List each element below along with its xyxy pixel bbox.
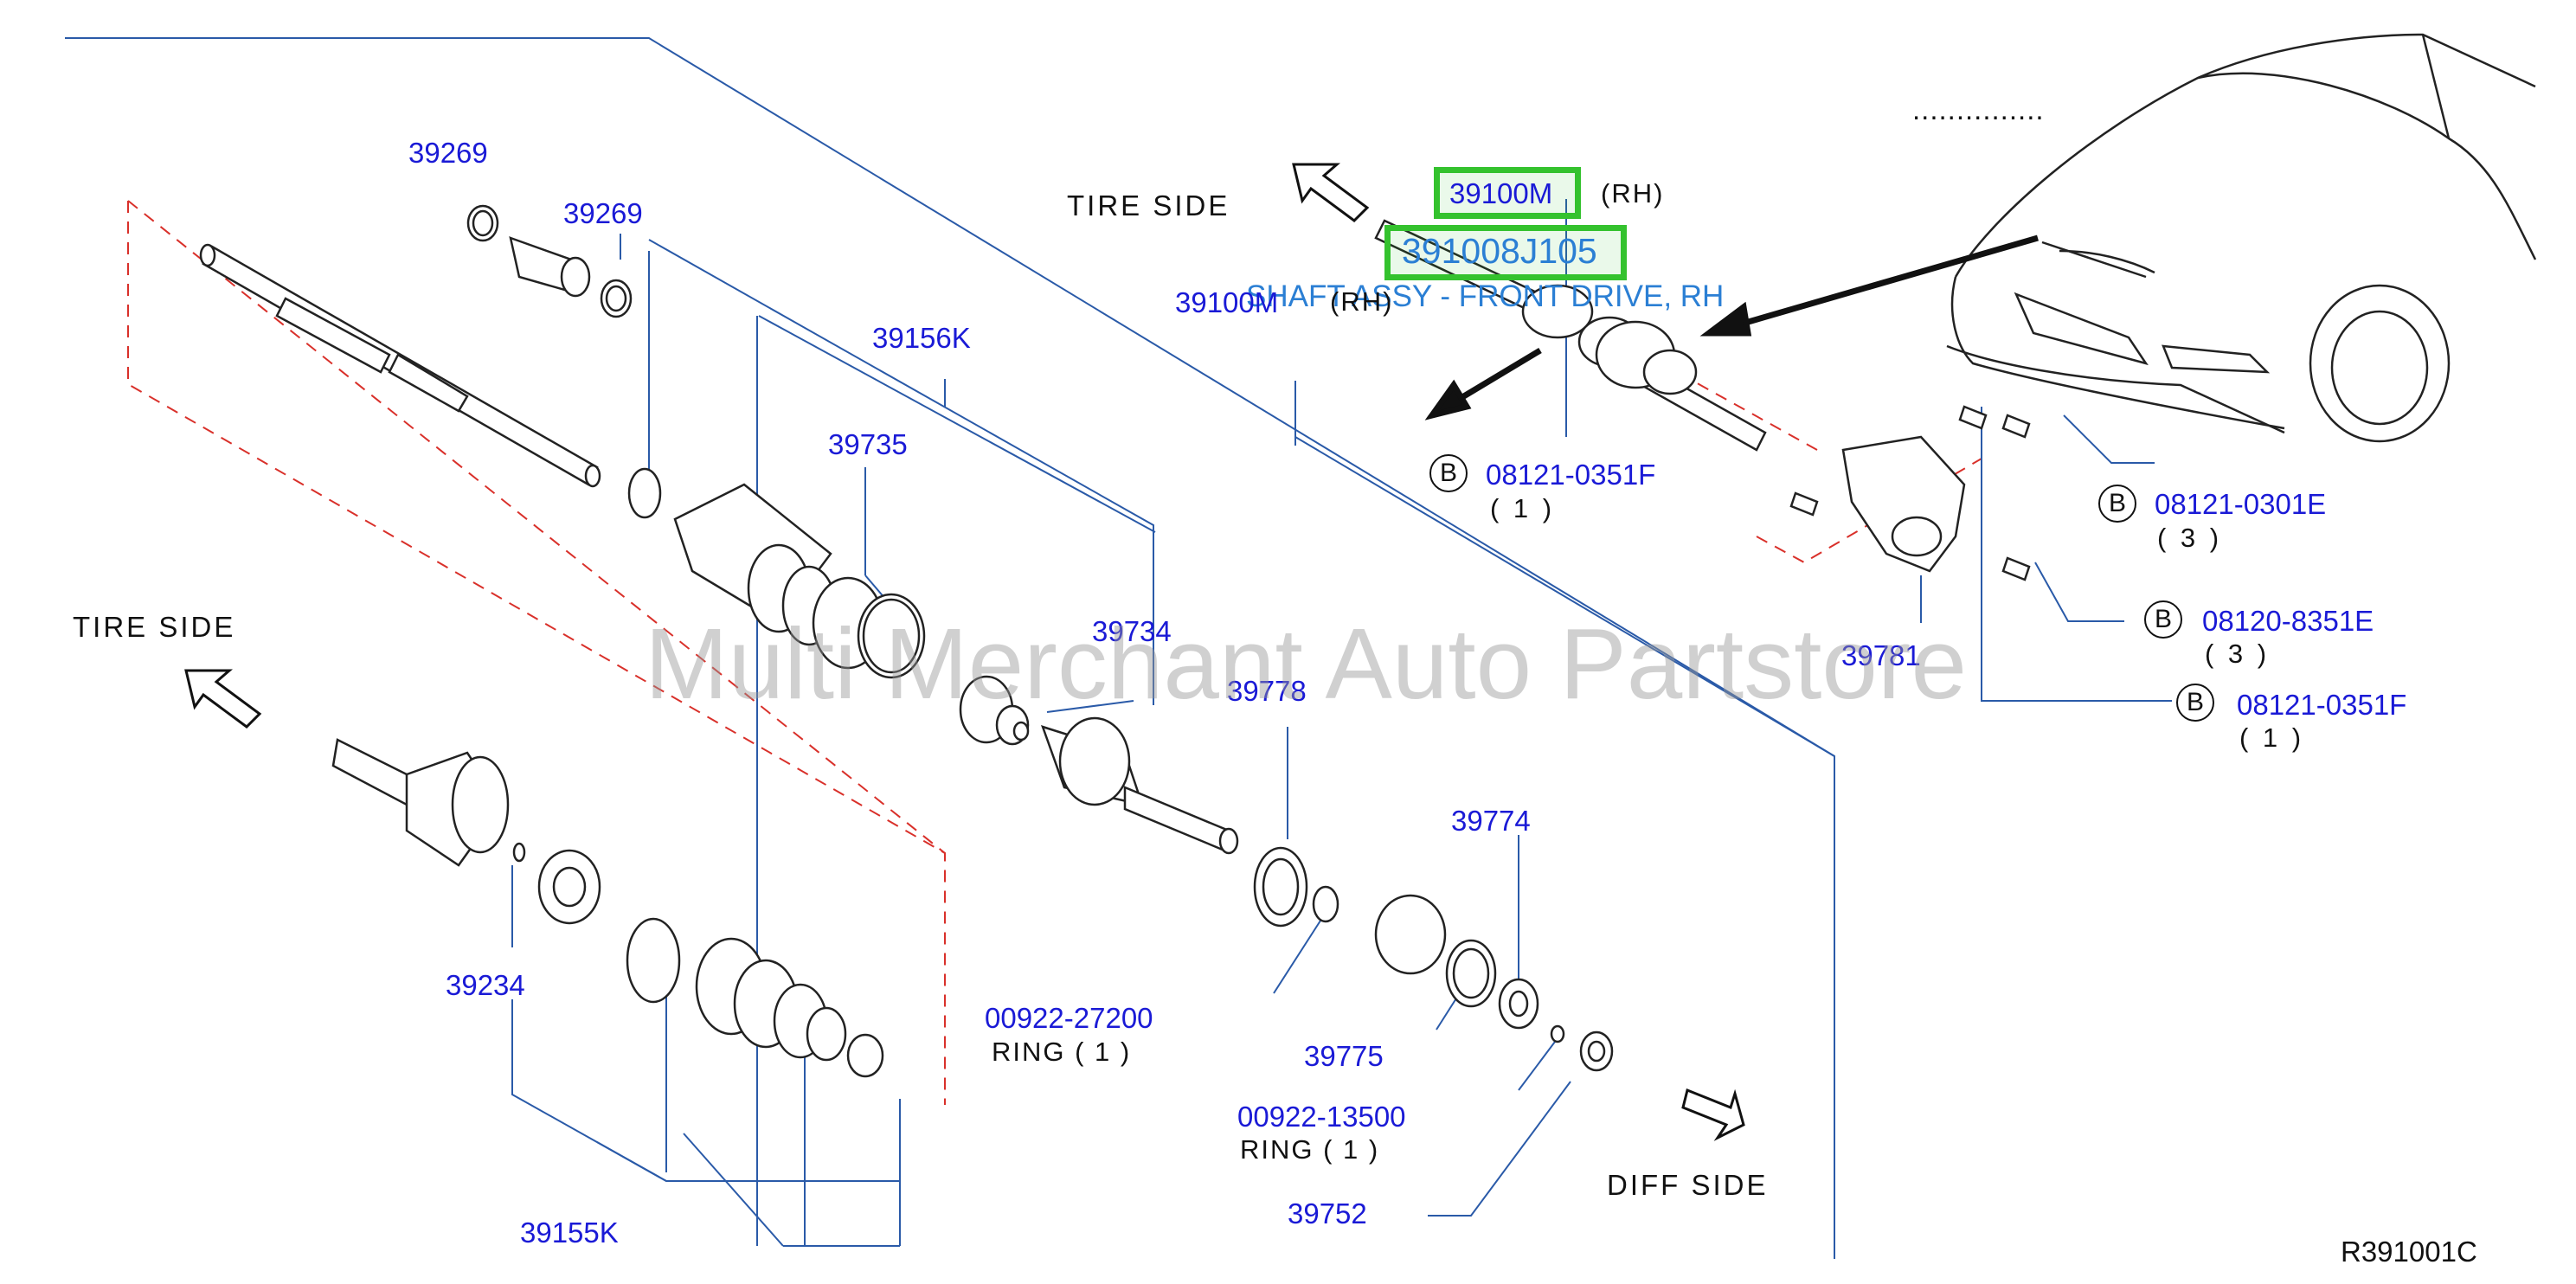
highlighted-part-code[interactable]: 39100M	[1449, 177, 1553, 209]
part-39734[interactable]: 39734	[1092, 615, 1172, 647]
diff-side-label: DIFF SIDE	[1607, 1169, 1769, 1201]
bolt-b-circle-2: B	[2098, 485, 2136, 523]
part-39775[interactable]: 39775	[1304, 1040, 1384, 1072]
bolt-part-4[interactable]: 08121-0351F	[2237, 689, 2407, 721]
part-39781[interactable]: 39781	[1841, 639, 1921, 671]
reference-code: R391001C	[2341, 1236, 2477, 1268]
bolt-qty-4: ( 1 )	[2239, 722, 2305, 753]
shaft-assembly-name: SHAFT ASSY - FRONT DRIVE, RH	[1246, 279, 1725, 313]
pointer-arrows	[1424, 234, 2039, 421]
bracket-39781	[1789, 405, 2031, 581]
bolt-b-circle-4: B	[2176, 684, 2214, 722]
part-39774[interactable]: 39774	[1451, 805, 1531, 837]
clamp-rings-39269	[466, 204, 633, 318]
part-39778[interactable]: 39778	[1227, 675, 1307, 707]
car-outline	[1946, 33, 2537, 443]
bolt-qty-2: ( 3 )	[2157, 523, 2223, 553]
bolt-b-circle-3: B	[2144, 600, 2182, 639]
bolt-qty-1: ( 1 )	[1490, 493, 1556, 523]
dotted-leader: ...............	[1912, 93, 2045, 125]
frame-lines	[65, 37, 1835, 1259]
part-39752[interactable]: 39752	[1288, 1197, 1367, 1229]
rh-shaft-drawing	[1374, 219, 1767, 452]
bolt-part-2[interactable]: 08121-0301E	[2155, 488, 2327, 520]
outer-joint-assembly	[331, 738, 884, 1078]
tire-side-label-left: TIRE SIDE	[73, 611, 236, 643]
inner-shaft-drawing	[199, 243, 601, 488]
rh-label-top: (RH)	[1601, 178, 1665, 209]
direction-arrows	[184, 163, 1745, 1141]
part-39735[interactable]: 39735	[828, 428, 908, 460]
part-39155K[interactable]: 39155K	[520, 1217, 619, 1249]
ring-part-00922-27200[interactable]: 00922-27200	[985, 1002, 1153, 1034]
rh-label-mid: (RH)	[1330, 286, 1394, 317]
inner-joint-assembly	[627, 467, 1614, 1072]
tire-side-label-top: TIRE SIDE	[1067, 189, 1230, 221]
bolt-qty-3: ( 3 )	[2205, 639, 2271, 669]
part-39100M-mid[interactable]: 39100M	[1175, 286, 1279, 318]
bolt-part-3[interactable]: 08120-8351E	[2202, 605, 2374, 637]
part-39234[interactable]: 39234	[446, 969, 525, 1001]
leader-lines	[511, 199, 2172, 1247]
part-39269-a[interactable]: 39269	[408, 137, 488, 169]
part-39269-b[interactable]: 39269	[563, 197, 643, 229]
bolt-part-1[interactable]: 08121-0351F	[1486, 459, 1656, 491]
highlight-box-part-number[interactable]	[1384, 225, 1627, 280]
ring-part-00922-13500[interactable]: 00922-13500	[1237, 1101, 1406, 1133]
part-39156K[interactable]: 39156K	[872, 322, 971, 354]
ring-desc-2: RING ( 1 )	[1240, 1134, 1380, 1165]
ring-desc-1: RING ( 1 )	[992, 1037, 1132, 1067]
highlight-box-part-code[interactable]	[1434, 167, 1581, 219]
bolt-b-circle-1: B	[1429, 454, 1468, 492]
exploded-boundary	[127, 200, 1982, 1105]
highlighted-part-number[interactable]: 391008J105	[1402, 231, 1597, 271]
